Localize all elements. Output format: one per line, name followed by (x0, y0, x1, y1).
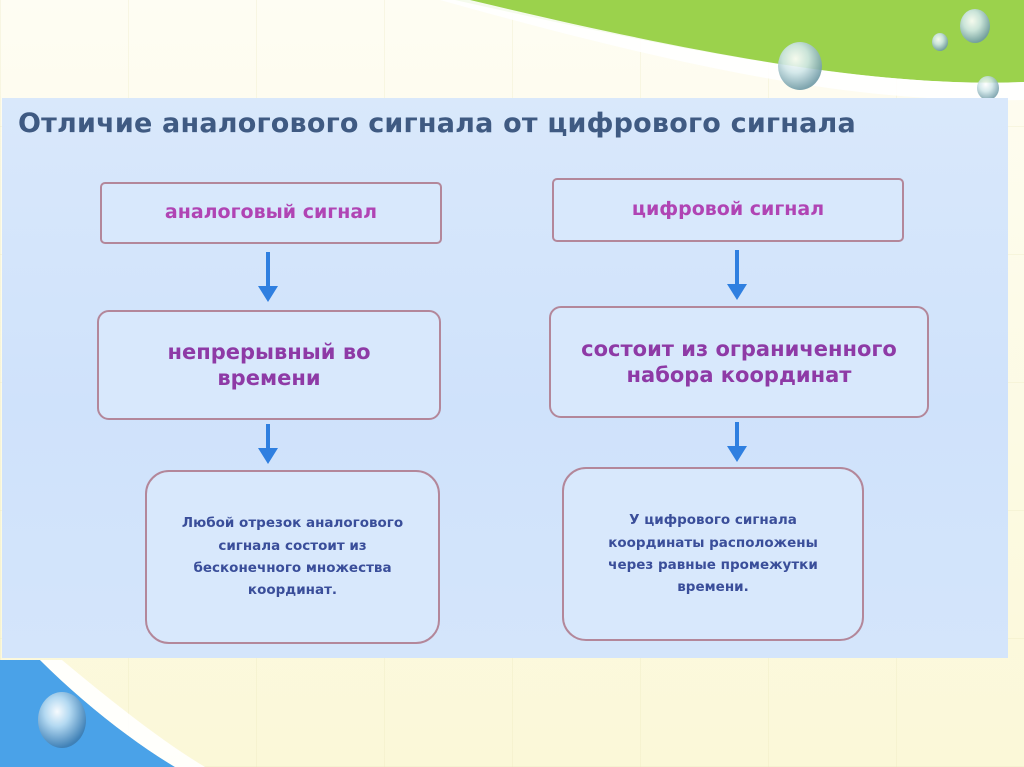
arrow-down-icon (727, 422, 747, 462)
arrow-down-icon (258, 252, 278, 302)
arrow-down-icon (258, 424, 278, 464)
arrow-down-icon (727, 250, 747, 300)
